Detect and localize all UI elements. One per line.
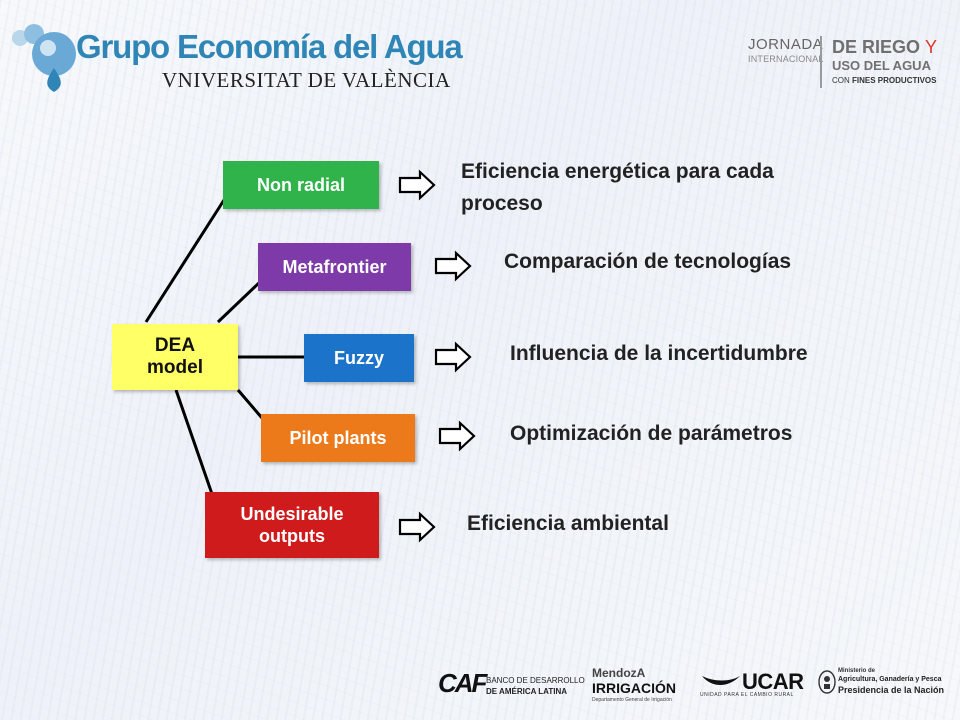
- caf-text-line2: DE AMÉRICA LATINA: [486, 687, 568, 696]
- logo-title: Grupo Economía del Agua: [76, 28, 463, 65]
- riego-line1: DE RIEGO Y: [832, 37, 938, 57]
- mendoza-logo-line2: IRRIGACIÓN: [592, 680, 676, 696]
- non-radial-box: Non radial: [223, 161, 379, 209]
- ministerio-line3: Presidencia de la Nación: [838, 685, 945, 695]
- arrow-icon-pilot-plants: [438, 420, 476, 452]
- grupo-economia-agua-logo: Grupo Economía del Agua VNIVERSITAT DE V…: [10, 24, 463, 96]
- riego-line2: USO DEL AGUA: [832, 58, 931, 73]
- undesirable-outputs-box: Undesirable outputs: [205, 492, 379, 558]
- ministerio-line1: Ministerio de: [838, 668, 876, 674]
- jornada-line1: JORNADA: [748, 36, 824, 53]
- caf-logo: CAF: [438, 668, 487, 698]
- arrow-icon-non-radial: [398, 169, 436, 201]
- arrow-icon-fuzzy: [434, 341, 472, 373]
- mendoza-logo-line1: MendozA: [592, 666, 646, 680]
- argentina-seal-icon: [818, 670, 836, 694]
- caf-text-line1: BANCO DE DESARROLLO: [486, 676, 585, 685]
- description-fuzzy: Influencia de la incertidumbre: [510, 342, 808, 365]
- mendoza-logo-line3: Departamento General de Irrigación: [592, 697, 672, 703]
- description-metafrontier: Comparación de tecnologías: [504, 250, 792, 273]
- fuzzy-box: Fuzzy: [304, 334, 414, 382]
- logo-divider: [820, 36, 822, 88]
- connector-pilot-plants: [236, 389, 264, 419]
- jornada-riego-logo: JORNADA INTERNACIONAL DE RIEGO Y USO DEL…: [744, 34, 944, 92]
- connector-undesirable: [174, 389, 214, 495]
- water-drops-icon: [12, 24, 76, 92]
- arrow-icon-undesirable: [398, 511, 436, 543]
- jornada-line2: INTERNACIONAL: [748, 54, 824, 64]
- pilot-plants-box: Pilot plants: [261, 414, 415, 462]
- description-undesirable: Eficiencia ambiental: [467, 512, 669, 535]
- metafrontier-box: Metafrontier: [258, 243, 411, 291]
- description-pilot-plants: Optimización de parámetros: [510, 422, 793, 445]
- connector-metafrontier: [216, 278, 264, 324]
- dea-model-box: DEA model: [112, 324, 238, 390]
- ucar-subtitle: UNIDAD PARA EL CAMBIO RURAL: [700, 692, 794, 698]
- arrow-icon-metafrontier: [434, 250, 472, 282]
- logo-subtitle: VNIVERSITAT DE VALÈNCIA: [162, 68, 451, 92]
- ucar-logo: UCAR: [742, 669, 804, 694]
- ucar-wave-icon: [702, 676, 740, 685]
- ministerio-line2: Agricultura, Ganadería y Pesca: [838, 676, 942, 683]
- connector-non-radial: [144, 199, 226, 323]
- description-non-radial: Eficiencia energética para cada proceso: [461, 160, 774, 215]
- riego-line3: CON FINES PRODUCTIVOS: [832, 76, 937, 85]
